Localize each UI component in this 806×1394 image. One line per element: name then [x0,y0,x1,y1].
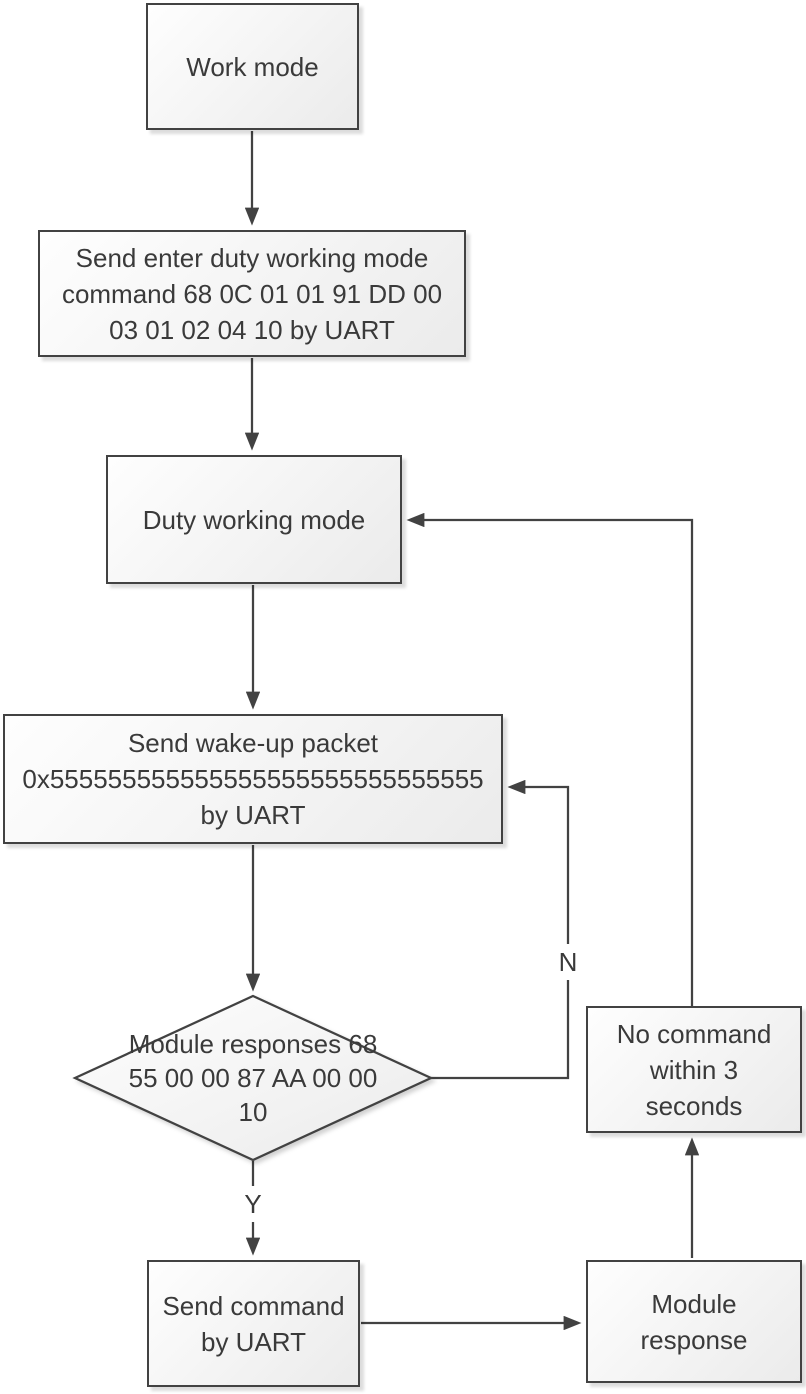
edge-label-no: N [549,944,587,980]
decision-line-1: Module responses 68 [128,1029,378,1059]
node-send-wakeup-line-2: 0x555555555555555555555555555555 [22,764,484,794]
node-module-response-line-1: Module [651,1288,737,1319]
node-work-mode-label: Work mode [186,51,319,82]
node-module-response: Module response [586,1260,802,1383]
decision-line-3: 10 [238,1097,268,1127]
node-duty-working-mode: Duty working mode [106,455,402,584]
node-no-command-line-1: No command [616,1018,772,1049]
edge-decision-no-to-wakeup [430,779,570,1080]
node-send-wakeup-line-3: by UART [200,800,306,830]
node-no-command-within-3-seconds: No command within 3 seconds [586,1006,802,1133]
node-no-command-line-3: seconds [645,1090,743,1121]
node-send-wakeup-line-1: Send wake-up packet [127,728,379,758]
edge-label-yes: Y [234,1186,272,1222]
decision-module-responses: Module responses 68 55 00 00 87 AA 00 00… [75,1027,431,1129]
node-send-command-line-1: Send command [162,1290,345,1321]
node-send-command: Send command by UART [147,1260,360,1387]
node-no-command-line-2: within 3 [649,1054,739,1085]
node-send-enter-duty-command: Send enter duty working mode command 68 … [38,230,466,357]
edge-nocommand-to-duty [406,512,694,1007]
node-send-wakeup-packet: Send wake-up packet 0x555555555555555555… [3,714,503,844]
decision-line-2: 55 00 00 87 AA 00 00 [128,1063,378,1093]
node-send-command-line-2: by UART [201,1326,306,1357]
node-module-response-line-2: response [640,1324,748,1355]
node-send-enter-line-1: Send enter duty working mode [75,242,429,273]
decision-diamond-shape [72,994,434,1162]
node-send-enter-line-2: command 68 0C 01 01 91 DD 00 [61,278,443,309]
node-send-enter-line-3: 03 01 02 04 10 by UART [109,314,395,345]
node-work-mode: Work mode [146,3,359,130]
node-duty-working-mode-label: Duty working mode [142,504,366,535]
